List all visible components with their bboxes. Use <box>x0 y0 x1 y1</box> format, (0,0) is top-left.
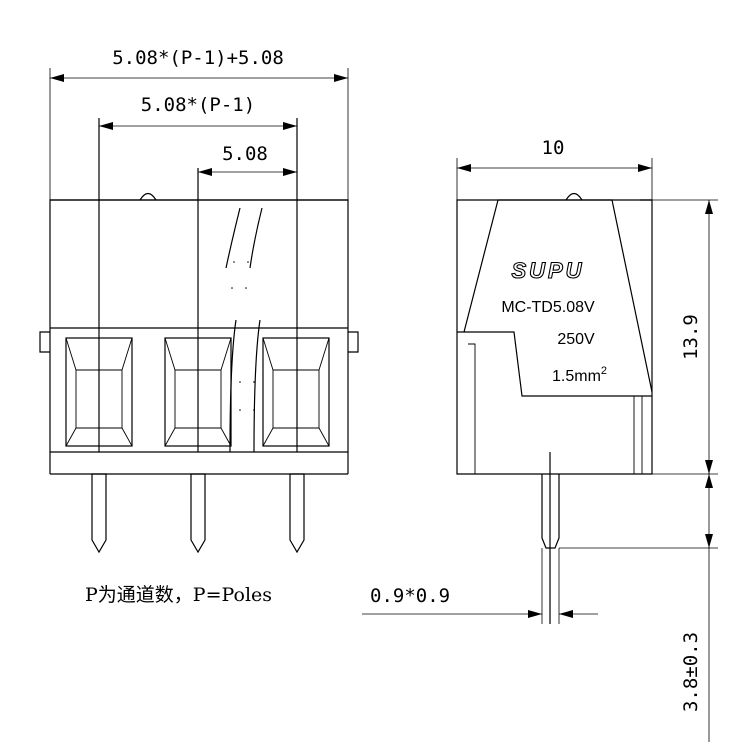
wire-size-value: 1.5mm <box>552 368 601 385</box>
break-dot <box>239 409 241 411</box>
arrow-head <box>638 164 652 172</box>
terminal-outer <box>262 337 330 447</box>
side-top-nub <box>565 192 583 201</box>
arrow-head <box>705 474 713 488</box>
arrow-head <box>705 534 713 548</box>
terminal-window-3 <box>262 118 330 452</box>
arrow-head <box>50 74 64 82</box>
side-dimensions: 10 13.9 3.8±0.3 0.9*0.9 <box>362 137 718 742</box>
front-body-outline <box>49 199 349 453</box>
side-body-outline <box>456 199 653 475</box>
brand-logo: SUPU <box>511 258 584 283</box>
pin-size-label: 0.9*0.9 <box>370 585 450 607</box>
break-dot <box>253 381 255 383</box>
arrow-head <box>198 168 212 176</box>
break-dot <box>231 287 233 289</box>
break-line <box>225 207 241 269</box>
pitch-span-label: 5.08*(P-1) <box>141 94 255 116</box>
arrow-head <box>705 200 713 214</box>
side-view: SUPU MC-TD5.08V 250V 1.5mm2 <box>456 192 653 624</box>
side-left-rail <box>468 343 476 474</box>
front-top-nub <box>139 192 157 201</box>
front-left-flange <box>39 331 50 353</box>
break-dot <box>239 381 241 383</box>
break-dot <box>253 409 255 411</box>
arrow-head <box>559 610 573 618</box>
side-inner-step <box>464 331 652 397</box>
pin-2 <box>190 473 206 554</box>
arrow-head <box>457 164 471 172</box>
break-dot <box>245 287 247 289</box>
front-dimensions: 5.08*(P-1)+5.08 5.08*(P-1) 5.08 <box>49 47 349 200</box>
voltage-label: 250V <box>557 331 595 348</box>
arrow-head <box>705 460 713 474</box>
poles-note: P为通道数，P=Poles <box>85 584 272 606</box>
pin-3 <box>289 473 305 554</box>
arrow-head <box>283 122 297 130</box>
model-label: MC-TD5.08V <box>501 299 595 316</box>
pitch-label: 5.08 <box>222 143 268 165</box>
pin-1 <box>91 473 107 554</box>
terminal-window-1 <box>65 118 133 452</box>
arrow-head <box>528 610 542 618</box>
side-width-label: 10 <box>542 137 565 159</box>
terminal-bevel <box>262 337 330 447</box>
front-right-flange <box>348 331 359 353</box>
break-line <box>253 319 261 453</box>
front-view <box>39 118 359 554</box>
break-line <box>249 207 263 269</box>
break-dot <box>233 261 235 263</box>
side-top-face <box>498 199 653 393</box>
arrow-head <box>283 168 297 176</box>
break-dot <box>247 261 249 263</box>
terminal-window-2 <box>164 168 232 452</box>
wire-size-label: 1.5mm2 <box>552 365 607 385</box>
arrow-head <box>99 122 113 130</box>
side-right-rail <box>633 396 643 474</box>
arrow-head <box>334 74 348 82</box>
pin-length-label: 3.8±0.3 <box>680 632 702 712</box>
body-height-label: 13.9 <box>680 314 702 360</box>
wire-size-superscript: 2 <box>601 365 607 377</box>
overall-width-label: 5.08*(P-1)+5.08 <box>112 47 284 69</box>
